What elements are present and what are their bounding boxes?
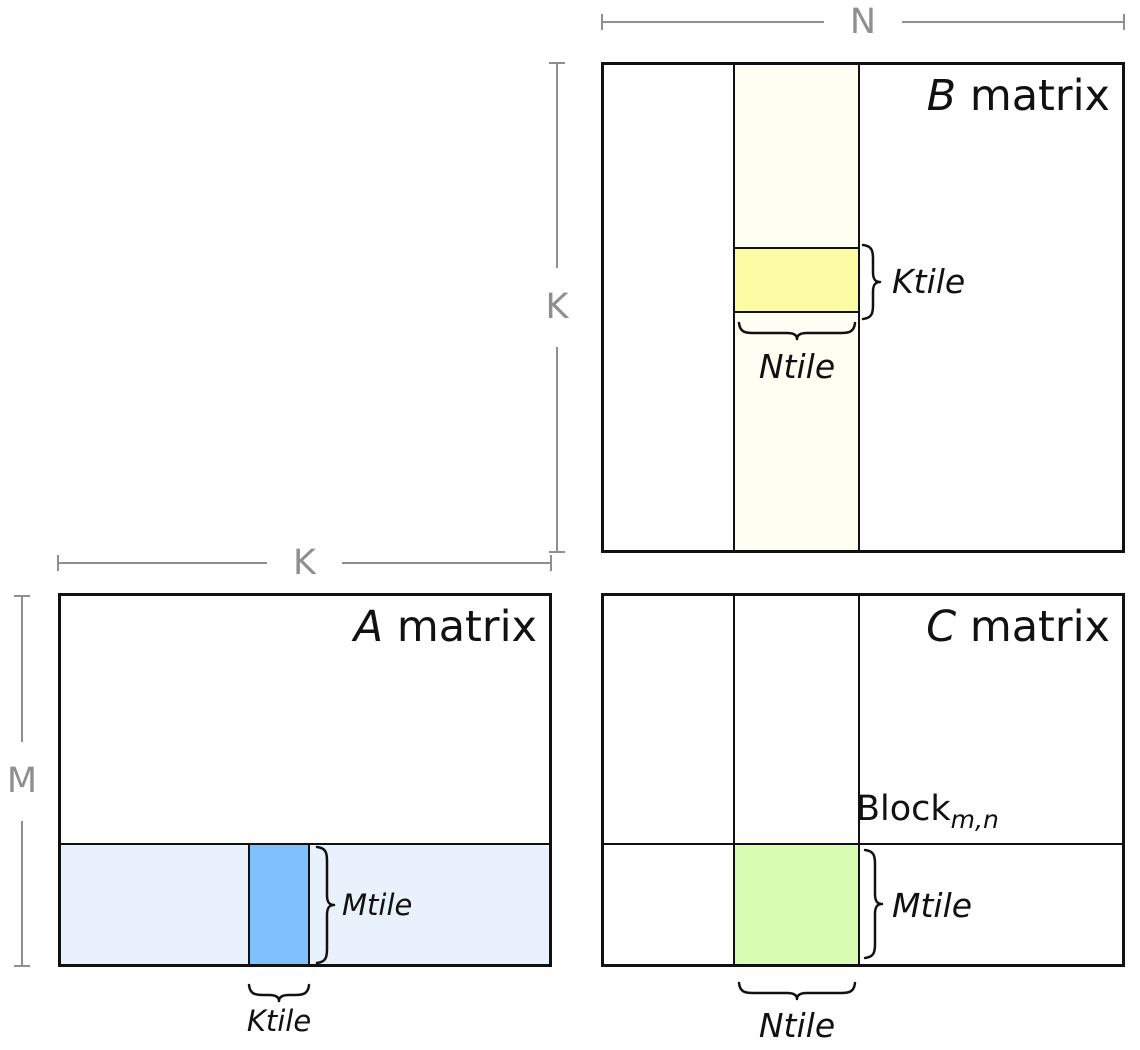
a-matrix-title-word: matrix — [383, 602, 537, 652]
curly-brace-under-icon — [737, 981, 857, 1001]
dimension-label-m: M — [6, 760, 38, 801]
b-matrix-title-letter: B — [926, 71, 957, 121]
c-matrix-title: C matrix — [926, 602, 1110, 652]
dimension-segment — [21, 597, 23, 742]
curly-brace-right-icon — [863, 848, 884, 960]
c-mtile-label: Mtile — [892, 886, 973, 925]
b-matrix-box: B matrix — [601, 62, 1125, 553]
dimension-line-m: M — [7, 595, 37, 967]
b-matrix-title: B matrix — [926, 71, 1110, 121]
c-block-label-subscript: m,n — [950, 805, 999, 834]
dimension-segment — [21, 820, 23, 965]
curly-brace-right-icon — [861, 243, 882, 321]
dimension-line-k-top: K — [57, 545, 553, 580]
a-mtile-block — [248, 843, 310, 964]
c-column-divider — [733, 596, 735, 964]
c-block-label-text: Block — [856, 789, 951, 829]
dimension-segment — [556, 347, 558, 551]
dimension-label-n: N — [849, 1, 877, 42]
dimension-line-n: N — [601, 4, 1125, 39]
dimension-tick — [549, 551, 565, 553]
curly-brace-under-icon — [247, 983, 311, 1003]
dimension-label-k-top: K — [293, 542, 316, 583]
dimension-tick — [57, 555, 59, 571]
c-matrix-box: C matrix — [601, 593, 1125, 967]
dimension-tick — [601, 14, 603, 30]
dimension-segment — [603, 21, 824, 23]
dimension-segment — [59, 562, 268, 564]
c-row-divider — [604, 843, 1122, 845]
dimension-segment — [556, 64, 558, 268]
dimension-segment — [341, 562, 551, 564]
dimension-line-k-left: K — [546, 62, 568, 553]
c-column-divider — [858, 596, 860, 964]
a-ktile-label: Ktile — [246, 1004, 312, 1038]
b-ktile-label: Ktile — [892, 262, 966, 301]
c-matrix-title-word: matrix — [956, 602, 1110, 652]
b-matrix-title-word: matrix — [956, 71, 1110, 121]
dimension-tick — [14, 965, 30, 967]
b-ktile-block — [733, 247, 860, 313]
dimension-label-k-left: K — [545, 287, 569, 327]
a-mtile-label: Mtile — [342, 888, 413, 922]
dimension-tick — [14, 595, 30, 597]
a-matrix-title-letter: A — [353, 602, 384, 652]
dimension-segment — [902, 21, 1123, 23]
dimension-tick — [550, 555, 553, 571]
c-block-label: Blockm,n — [856, 790, 999, 834]
dimension-tick — [1123, 14, 1125, 30]
c-matrix-title-letter: C — [926, 602, 957, 652]
a-matrix-title: A matrix — [353, 602, 537, 652]
curly-brace-right-icon — [315, 845, 336, 965]
b-ntile-label: Ntile — [758, 347, 836, 386]
curly-brace-under-icon — [737, 321, 857, 341]
c-output-block — [733, 843, 860, 964]
c-ntile-label: Ntile — [758, 1006, 836, 1045]
dimension-tick — [549, 62, 565, 64]
